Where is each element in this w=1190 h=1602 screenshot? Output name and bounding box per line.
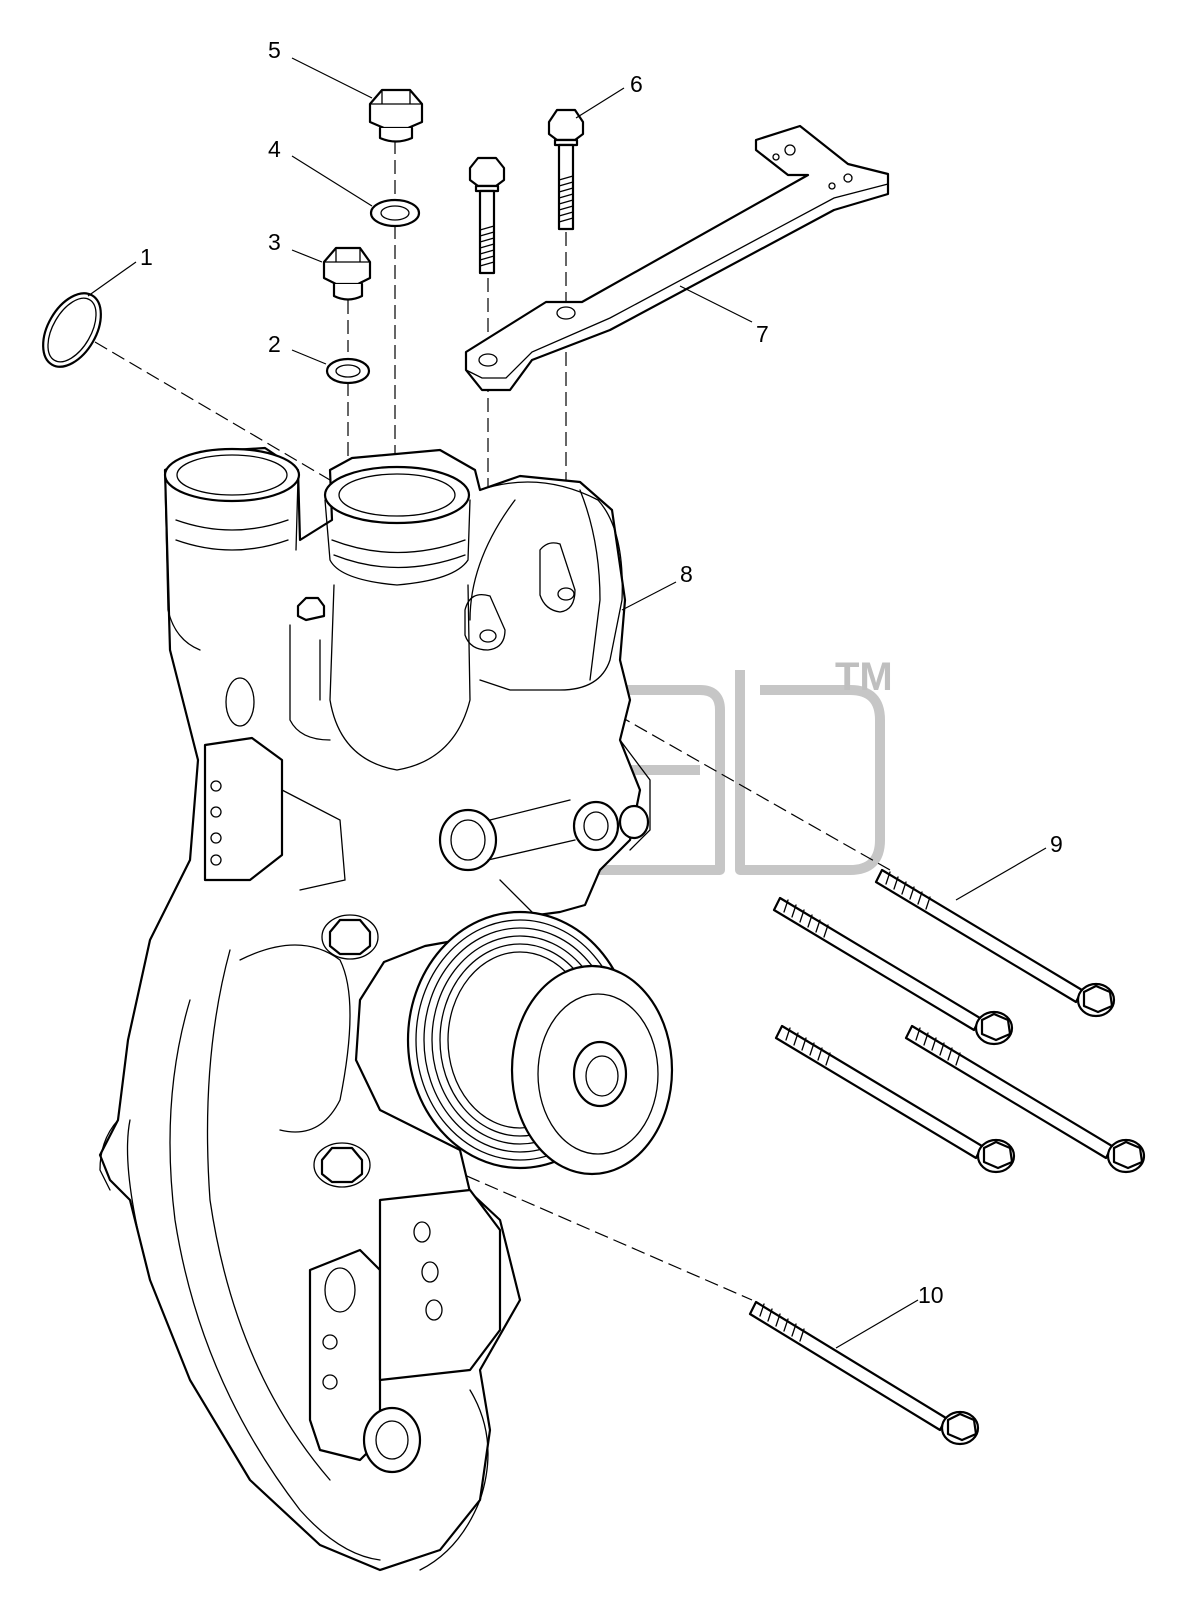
callout-7: 7 bbox=[756, 321, 769, 347]
water-pump-housing bbox=[98, 446, 674, 1572]
bracket-bolt-short bbox=[468, 156, 506, 275]
plug-small bbox=[322, 246, 372, 301]
callout-8: 8 bbox=[680, 561, 693, 587]
callout-9: 9 bbox=[1050, 831, 1063, 857]
assembly-lines bbox=[94, 140, 891, 1301]
long-bolt-upper-right bbox=[874, 868, 1116, 1018]
long-bolt-lower-left bbox=[774, 1024, 1016, 1174]
plug-large bbox=[368, 88, 424, 143]
long-bolt-lower-right bbox=[904, 1024, 1146, 1174]
long-bolt-middle-right bbox=[772, 896, 1014, 1046]
leader-lines bbox=[87, 57, 1047, 1349]
pulley bbox=[406, 910, 674, 1176]
callout-2: 2 bbox=[268, 331, 281, 357]
callout-3: 3 bbox=[268, 229, 281, 255]
sealing-washer-large bbox=[369, 198, 421, 228]
bracket-bolt-long bbox=[547, 108, 585, 231]
callout-5: 5 bbox=[268, 37, 281, 63]
o-ring bbox=[42, 292, 102, 368]
callout-labels: 1 2 3 4 5 6 7 8 9 10 bbox=[140, 37, 1063, 1308]
callout-1: 1 bbox=[140, 244, 153, 270]
mounting-bracket bbox=[464, 124, 890, 392]
trademark-mark: TM bbox=[835, 655, 893, 699]
sealing-washer-small bbox=[325, 357, 371, 385]
callout-10: 10 bbox=[918, 1282, 944, 1308]
long-bolt-bottom bbox=[748, 1300, 980, 1446]
callout-4: 4 bbox=[268, 136, 281, 162]
callout-6: 6 bbox=[630, 71, 643, 97]
